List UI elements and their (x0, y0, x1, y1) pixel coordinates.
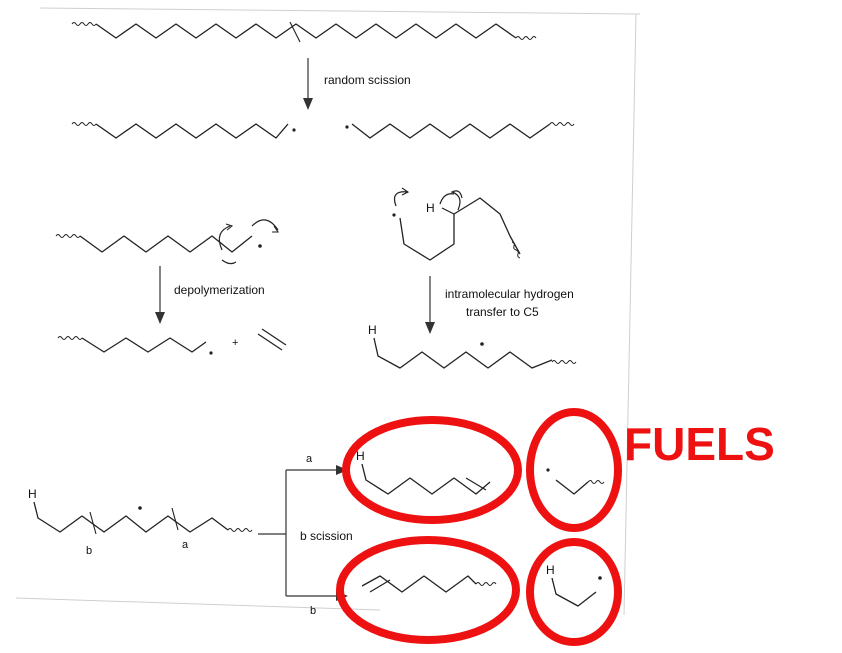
hydrogen-label: H (426, 201, 435, 215)
arrow-depolymerization (155, 266, 165, 324)
path-label-a: a (306, 453, 313, 465)
radical-chain-b-scission: H b a (28, 487, 253, 557)
radical-dot (292, 128, 296, 132)
bond-label-a: a (182, 539, 189, 551)
highlight-ellipse-a2 (526, 408, 622, 532)
secondary-radical-chain: H (368, 323, 577, 369)
hydrogen-label: H (546, 563, 555, 577)
radical-dot (392, 213, 396, 217)
plus-sign: + (232, 337, 238, 349)
electron-arrow (221, 259, 237, 265)
highlight-ellipse-b1 (336, 536, 520, 644)
electron-arrow (393, 191, 409, 207)
depolymerization-products: + (57, 328, 287, 355)
fuels-label: FUELS (624, 418, 775, 470)
arrow-random-scission (303, 58, 313, 110)
radical-chain-depolymerization (55, 219, 280, 265)
radical-dot (138, 506, 142, 510)
product-alkene-a: H (356, 449, 491, 495)
radical-dot (345, 125, 349, 129)
product-alkene-b (361, 575, 497, 593)
radical-dot (258, 244, 262, 248)
fuel-highlights (336, 408, 622, 646)
hydrogen-label: H (368, 323, 377, 337)
label-intramolecular-line2: transfer to C5 (466, 305, 539, 319)
electron-arrow (439, 193, 455, 205)
radical-dot (209, 351, 213, 355)
electron-arrow (251, 219, 279, 231)
radical-dot (480, 342, 484, 346)
label-depolymerization: depolymerization (174, 283, 265, 297)
cyclic-transition-state: H (392, 187, 521, 261)
label-b-scission: b scission (300, 529, 353, 543)
paper-sheet (15, 7, 641, 616)
ethylene-molecule (257, 328, 287, 351)
electron-arrow (218, 225, 231, 251)
path-label-b: b (310, 605, 316, 617)
radical-dot (546, 468, 550, 472)
polymer-chain-top (71, 21, 537, 43)
product-radical-a (546, 468, 605, 495)
hydrogen-label: H (356, 449, 365, 463)
radical-fragment-left (71, 122, 296, 139)
bond-label-b: b (86, 545, 92, 557)
electron-arrow (450, 190, 463, 211)
label-random-scission: random scission (324, 73, 411, 87)
radical-fragment-right (345, 122, 575, 139)
highlight-ellipse-a1 (342, 416, 522, 524)
arrow-intramolecular (425, 276, 435, 334)
product-radical-b: H (546, 563, 602, 607)
hydrogen-label: H (28, 487, 37, 501)
highlight-ellipse-b2 (526, 538, 622, 646)
label-intramolecular-line1: intramolecular hydrogen (445, 287, 574, 301)
radical-dot (598, 576, 602, 580)
